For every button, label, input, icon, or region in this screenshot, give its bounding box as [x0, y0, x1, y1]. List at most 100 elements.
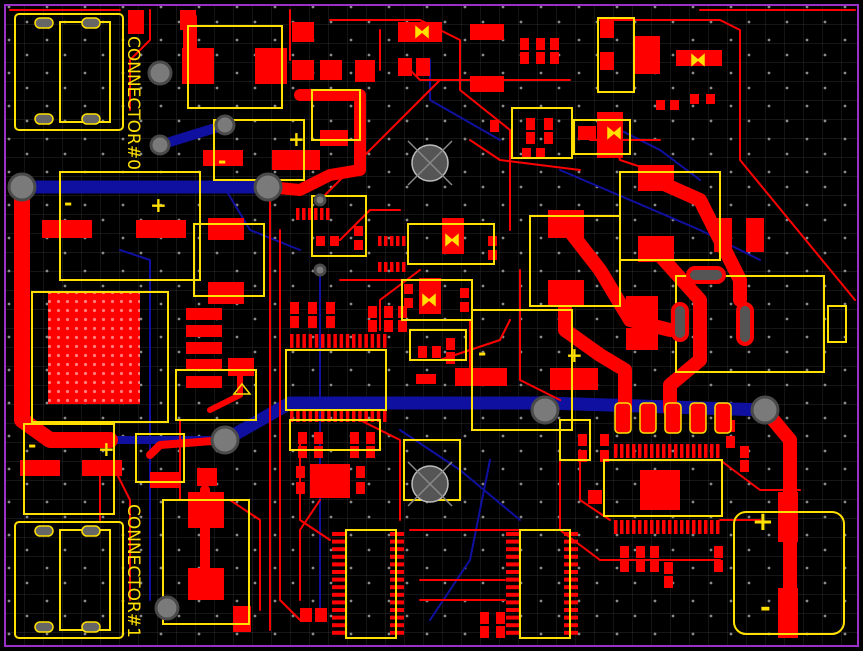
board-outline[interactable]	[4, 4, 859, 647]
ic-pad[interactable]	[376, 334, 381, 348]
ic-pad[interactable]	[668, 520, 672, 534]
ic-pad[interactable]	[680, 520, 684, 534]
ic-pad[interactable]	[402, 236, 406, 246]
ic-pad[interactable]	[704, 520, 708, 534]
top-layer-traces[interactable]	[9, 9, 856, 631]
ic-pad[interactable]	[698, 444, 702, 458]
finger-pad[interactable]	[664, 402, 682, 434]
ic-pad[interactable]	[506, 585, 520, 590]
ic-pad[interactable]	[620, 520, 624, 534]
ic-pad[interactable]	[506, 577, 520, 582]
ic-pad[interactable]	[704, 444, 708, 458]
ic-pad[interactable]	[332, 630, 346, 635]
ic-pad[interactable]	[376, 410, 381, 422]
ic-pad[interactable]	[632, 520, 636, 534]
ic-pad[interactable]	[383, 334, 387, 348]
ic-pad[interactable]	[332, 623, 346, 628]
ic-pad[interactable]	[656, 520, 660, 534]
ic-pad[interactable]	[302, 208, 306, 220]
ic-pad[interactable]	[296, 334, 300, 348]
ic-pad[interactable]	[716, 520, 720, 534]
ic-pad[interactable]	[716, 444, 720, 458]
ic-pad[interactable]	[326, 208, 330, 220]
ic-pad[interactable]	[332, 608, 346, 612]
ic-pad[interactable]	[358, 334, 362, 348]
ic-pad[interactable]	[662, 444, 666, 458]
ic-pad[interactable]	[644, 520, 648, 534]
ic-pad[interactable]	[644, 444, 648, 458]
mounting-holes[interactable]	[407, 140, 453, 507]
ic-pad[interactable]	[358, 410, 362, 422]
ic-pad[interactable]	[710, 520, 714, 534]
ic-pad[interactable]	[332, 570, 346, 574]
ic-pad[interactable]	[710, 444, 714, 458]
ic-pad[interactable]	[662, 520, 666, 534]
slot-holes[interactable]	[671, 266, 754, 346]
ic-pad[interactable]	[352, 334, 356, 348]
large-vias[interactable]	[7, 60, 780, 621]
ic-pad[interactable]	[390, 262, 394, 272]
ic-pad[interactable]	[290, 410, 294, 422]
ic-pad[interactable]	[686, 520, 690, 534]
top-layer-pads[interactable]	[20, 10, 798, 638]
ic-pad[interactable]	[692, 520, 696, 534]
ic-pad[interactable]	[332, 600, 346, 605]
ic-pad[interactable]	[308, 410, 313, 422]
finger-pad[interactable]	[639, 402, 657, 434]
ic-pad[interactable]	[506, 630, 520, 635]
ic-pad[interactable]	[698, 520, 702, 534]
ic-pad[interactable]	[396, 236, 400, 246]
ic-pad[interactable]	[333, 410, 337, 422]
ic-pad[interactable]	[332, 615, 346, 620]
ic-pad[interactable]	[632, 444, 636, 458]
ic-pad[interactable]	[650, 444, 654, 458]
ic-pad[interactable]	[332, 592, 346, 597]
ic-pad[interactable]	[614, 444, 618, 458]
ic-pad[interactable]	[308, 208, 312, 220]
ic-pad[interactable]	[332, 562, 346, 567]
ic-pad[interactable]	[302, 334, 306, 348]
ic-pad[interactable]	[327, 410, 331, 422]
ic-pad[interactable]	[402, 262, 406, 272]
smd-passives[interactable]	[290, 38, 749, 638]
ic-pad[interactable]	[332, 585, 346, 590]
ic-pad[interactable]	[370, 334, 375, 348]
ic-pad[interactable]	[692, 444, 696, 458]
ic-pad[interactable]	[626, 444, 630, 458]
finger-pad[interactable]	[714, 402, 732, 434]
ic-pad[interactable]	[345, 334, 350, 348]
ic-pad[interactable]	[339, 410, 344, 422]
ic-pad[interactable]	[650, 520, 654, 534]
ic-pad[interactable]	[383, 410, 387, 422]
ic-pad[interactable]	[378, 262, 382, 272]
finger-pad[interactable]	[614, 402, 632, 434]
ic-pad[interactable]	[506, 570, 520, 574]
ic-pad[interactable]	[320, 208, 324, 220]
ic-pad[interactable]	[314, 410, 319, 422]
ic-pad[interactable]	[332, 532, 346, 536]
ic-pad[interactable]	[384, 262, 388, 272]
ic-pad[interactable]	[638, 520, 642, 534]
ic-pad[interactable]	[332, 577, 346, 582]
ic-pad[interactable]	[332, 554, 346, 559]
ic-pad[interactable]	[506, 562, 520, 567]
ic-pad[interactable]	[506, 623, 520, 628]
ic-pad[interactable]	[339, 334, 344, 348]
ic-pad[interactable]	[321, 334, 325, 348]
ic-pad[interactable]	[384, 236, 388, 246]
ic-pad[interactable]	[686, 444, 690, 458]
ic-pad[interactable]	[314, 208, 318, 220]
ic-pad[interactable]	[506, 592, 520, 597]
ic-pad[interactable]	[332, 539, 346, 544]
ic-pad[interactable]	[614, 520, 618, 534]
ic-pad[interactable]	[327, 334, 331, 348]
connector-pins[interactable]	[34, 17, 101, 633]
ic-pad[interactable]	[302, 410, 306, 422]
ic-pad[interactable]	[308, 334, 313, 348]
ic-pad[interactable]	[506, 547, 520, 552]
finger-pad[interactable]	[689, 402, 707, 434]
ic-pad[interactable]	[296, 410, 300, 422]
ic-pad[interactable]	[290, 334, 294, 348]
ic-pad[interactable]	[370, 410, 375, 422]
ic-pad[interactable]	[656, 444, 660, 458]
